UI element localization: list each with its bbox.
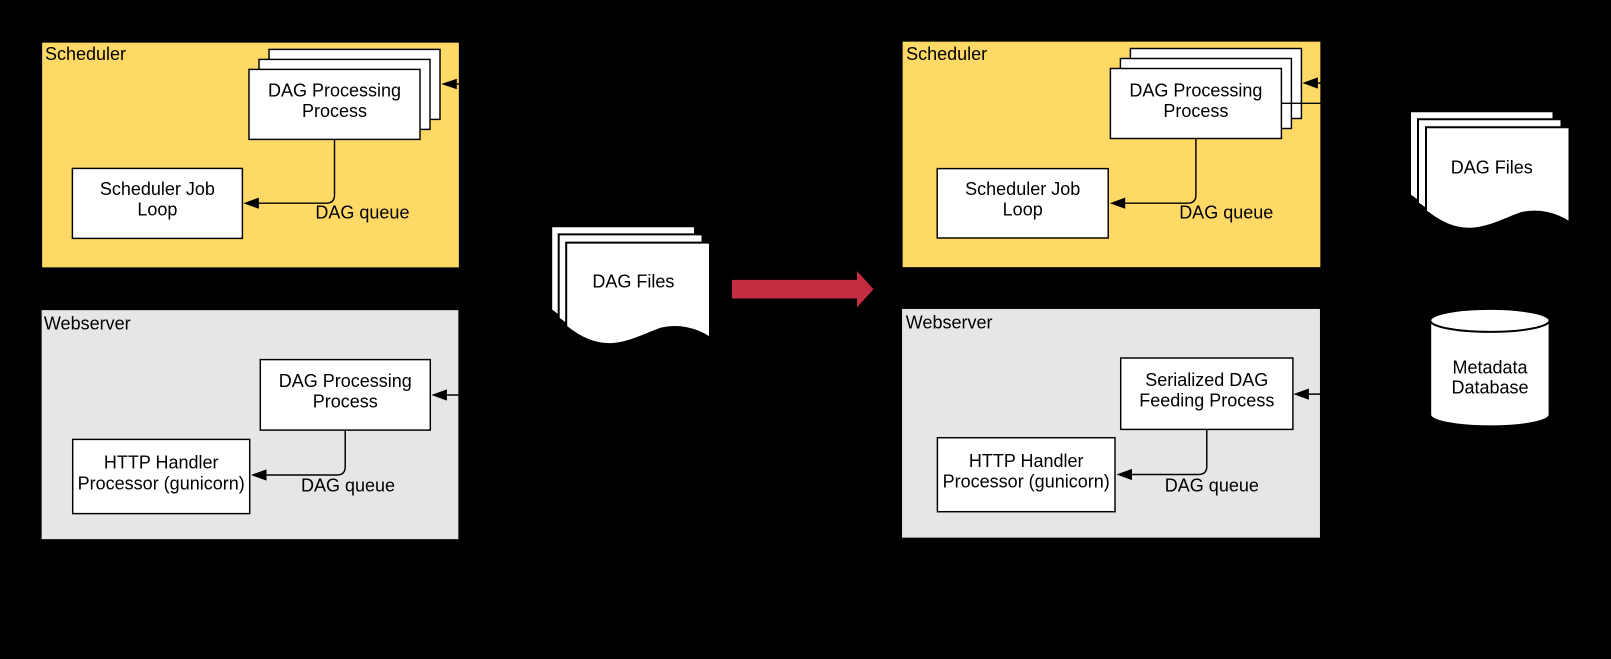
svg-text:Loop: Loop — [137, 200, 177, 220]
svg-text:Process: Process — [313, 392, 378, 412]
svg-text:Scheduler Job: Scheduler Job — [100, 179, 215, 199]
svg-text:DAG Files: DAG Files — [592, 272, 674, 292]
svg-text:DAG queue: DAG queue — [301, 476, 395, 496]
svg-text:Webserver: Webserver — [906, 313, 993, 333]
svg-text:Serialized DAG: Serialized DAG — [1145, 370, 1268, 390]
svg-text:Scheduler: Scheduler — [45, 44, 126, 64]
svg-text:HTTP Handler: HTTP Handler — [969, 451, 1084, 471]
svg-text:Processor (gunicorn): Processor (gunicorn) — [943, 472, 1110, 492]
svg-text:DAG queue: DAG queue — [1179, 202, 1273, 222]
svg-text:Process: Process — [302, 101, 367, 121]
svg-text:Processor (gunicorn): Processor (gunicorn) — [78, 473, 245, 493]
svg-text:DAG Processing: DAG Processing — [1129, 81, 1262, 101]
svg-text:Metadata: Metadata — [1452, 357, 1528, 377]
svg-text:Scheduler Job: Scheduler Job — [965, 179, 1080, 199]
svg-text:DAG queue: DAG queue — [1165, 476, 1259, 496]
svg-text:DAG Processing: DAG Processing — [279, 371, 412, 391]
svg-text:DAG queue: DAG queue — [315, 203, 409, 223]
svg-text:Process: Process — [1163, 101, 1228, 121]
svg-text:HTTP Handler: HTTP Handler — [104, 453, 219, 473]
svg-text:Feeding Process: Feeding Process — [1139, 391, 1274, 411]
svg-text:Scheduler: Scheduler — [906, 44, 987, 64]
svg-text:Webserver: Webserver — [44, 314, 131, 334]
svg-text:Database: Database — [1451, 378, 1528, 398]
svg-text:DAG Files: DAG Files — [1451, 157, 1533, 177]
svg-text:Loop: Loop — [1003, 200, 1043, 220]
svg-text:DAG Processing: DAG Processing — [268, 81, 401, 101]
